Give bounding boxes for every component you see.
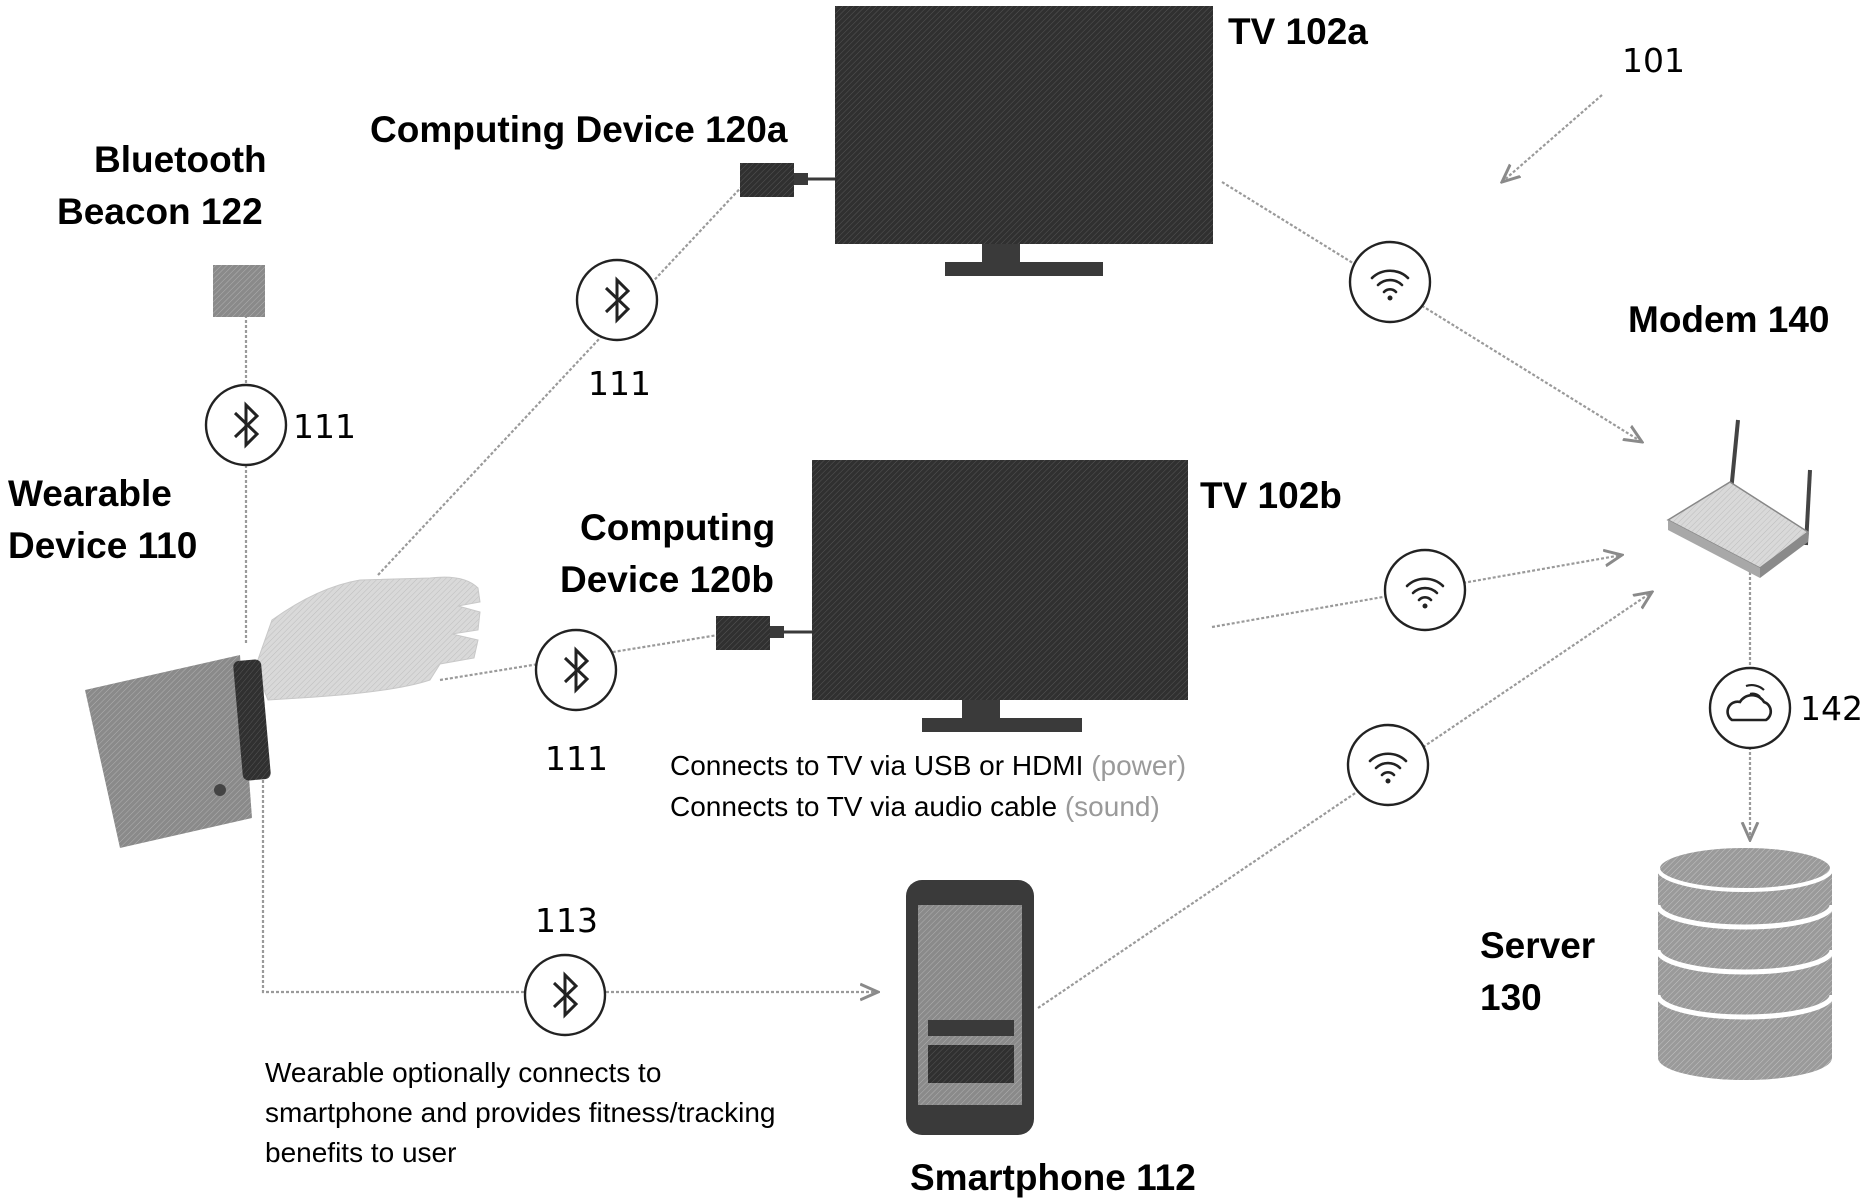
bluetooth-badge-smartphone xyxy=(525,955,605,1035)
tv-102a xyxy=(835,6,1213,276)
note-audio-main: Connects to TV via audio cable xyxy=(670,791,1057,822)
tv-102b xyxy=(812,460,1188,732)
link-ref-cloud: 142 xyxy=(1800,689,1863,728)
wifi-badge-smartphone xyxy=(1348,725,1428,805)
wearable-note-line3: benefits to user xyxy=(265,1137,456,1168)
server-130 xyxy=(1658,846,1832,1080)
wifi-badge-tv-b xyxy=(1385,550,1465,630)
cloud-badge xyxy=(1710,668,1790,748)
wearable-device-110 xyxy=(85,577,480,848)
tv-icon xyxy=(812,460,1188,732)
link-tv-a-modem xyxy=(1222,182,1642,442)
note-usb: Connects to TV via USB or HDMI (power) xyxy=(670,750,1186,781)
server-label-line2: 130 xyxy=(1480,977,1542,1018)
wearable-icon xyxy=(85,655,271,848)
wearable-note-line1: Wearable optionally connects to xyxy=(265,1057,661,1088)
computing-device-120b xyxy=(716,616,812,650)
wifi-badge-tv-a xyxy=(1350,242,1430,322)
router-icon xyxy=(1668,420,1810,578)
figure-ref-label: 101 xyxy=(1622,41,1685,80)
beacon-label-line2: Beacon 122 xyxy=(57,191,263,232)
bluetooth-badge-beacon xyxy=(206,385,286,465)
server-label-line1: Server xyxy=(1480,925,1595,966)
hand-illustration xyxy=(255,577,480,700)
note-audio-muted: (sound) xyxy=(1065,791,1160,822)
link-ref-beacon: 111 xyxy=(293,407,356,446)
modem-140 xyxy=(1668,420,1810,578)
link-ref-computing-b: 111 xyxy=(545,739,608,778)
tv-102b-label: TV 102b xyxy=(1200,475,1342,516)
bluetooth-beacon-122 xyxy=(213,265,265,317)
beacon-icon xyxy=(213,265,265,317)
computing-device-120b-label-line2: Device 120b xyxy=(560,559,774,600)
tv-icon xyxy=(835,6,1213,276)
smartphone-112 xyxy=(906,880,1034,1135)
figure-ref-arrow xyxy=(1502,95,1602,182)
link-ref-computing-a: 111 xyxy=(588,364,651,403)
computing-device-120a-label: Computing Device 120a xyxy=(370,109,788,150)
bluetooth-badge-computing-b xyxy=(536,630,616,710)
computing-device-120b-label-line1: Computing xyxy=(580,507,775,548)
smartphone-icon xyxy=(906,880,1034,1135)
note-usb-muted: (power) xyxy=(1091,750,1186,781)
computing-device-120a xyxy=(740,163,835,197)
note-audio: Connects to TV via audio cable (sound) xyxy=(670,791,1160,822)
wearable-note-line2: smartphone and provides fitness/tracking xyxy=(265,1097,776,1128)
tv-102a-label: TV 102a xyxy=(1228,11,1368,52)
smartphone-label: Smartphone 112 xyxy=(910,1157,1196,1198)
link-ref-smartphone: 113 xyxy=(535,901,598,940)
beacon-label-line1: Bluetooth xyxy=(94,139,267,180)
bluetooth-badge-computing-a xyxy=(577,260,657,340)
wearable-label-line2: Device 110 xyxy=(8,525,197,566)
modem-label: Modem 140 xyxy=(1628,299,1830,340)
note-usb-main: Connects to TV via USB or HDMI xyxy=(670,750,1083,781)
wearable-label-line1: Wearable xyxy=(8,473,172,514)
database-icon xyxy=(1658,846,1832,1080)
